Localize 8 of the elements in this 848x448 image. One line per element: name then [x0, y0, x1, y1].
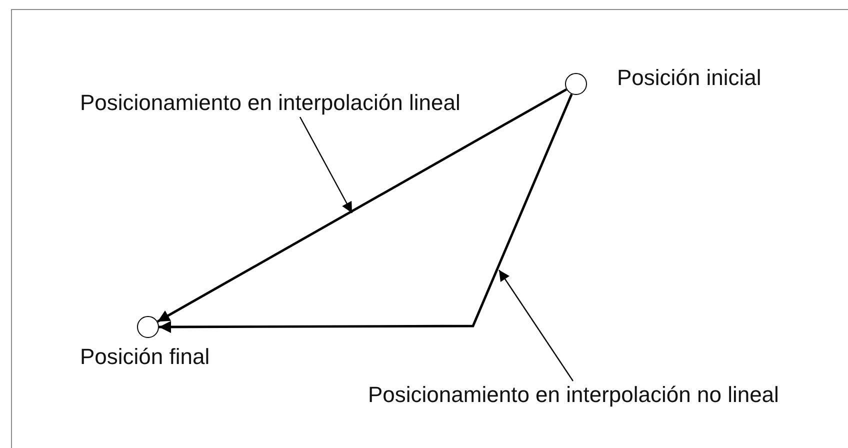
point-label: Posición final	[80, 344, 210, 370]
leader-line	[498, 270, 574, 382]
point-circle	[565, 73, 587, 95]
point-circle	[137, 316, 159, 338]
point-label: Posición inicial	[617, 65, 762, 91]
callout-text: Posicionamiento en interpolación lineal	[80, 90, 460, 116]
callout-text: Posicionamiento en interpolación no lineal	[368, 382, 779, 408]
leader-line	[299, 116, 353, 214]
